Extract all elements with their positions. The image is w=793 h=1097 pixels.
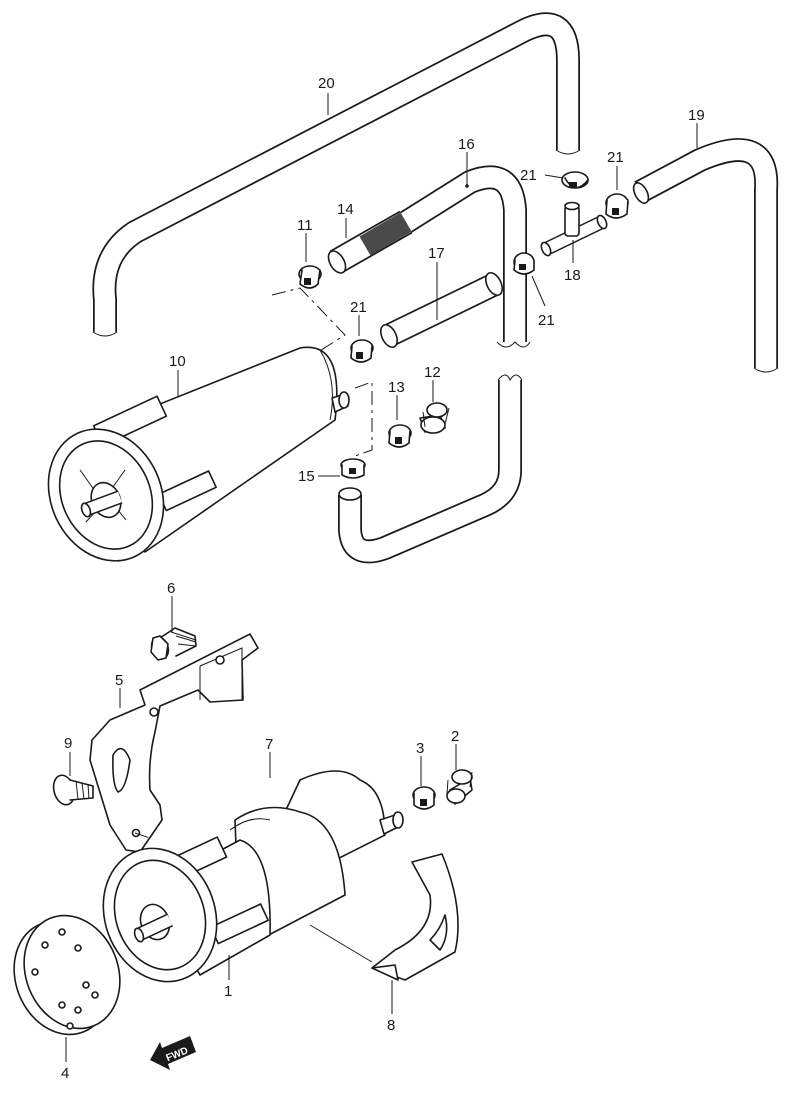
clamp-21-b[interactable] bbox=[605, 193, 629, 219]
callout-8: 8 bbox=[387, 1017, 395, 1034]
callout-14: 14 bbox=[337, 201, 354, 218]
clamp-21-c[interactable] bbox=[513, 252, 535, 275]
fuel-filter-10[interactable] bbox=[27, 346, 350, 580]
callout-4: 4 bbox=[61, 1065, 69, 1082]
clamp-11[interactable] bbox=[298, 265, 322, 289]
screw-9[interactable] bbox=[50, 773, 94, 807]
hose-20[interactable] bbox=[92, 12, 581, 337]
tube-17[interactable] bbox=[377, 270, 505, 350]
clamp-21-a[interactable] bbox=[561, 171, 589, 189]
t-joint-18[interactable] bbox=[539, 201, 608, 258]
callout-6: 6 bbox=[167, 580, 175, 597]
callout-12: 12 bbox=[424, 364, 441, 381]
callout-21-a: 21 bbox=[520, 167, 537, 184]
callout-13: 13 bbox=[388, 379, 405, 396]
callout-21-c: 21 bbox=[538, 312, 555, 329]
callout-1: 1 bbox=[224, 983, 232, 1000]
connection-lines-upper bbox=[271, 287, 373, 457]
callout-9: 9 bbox=[64, 735, 72, 752]
clamp-13[interactable] bbox=[388, 424, 412, 448]
bracket-8[interactable] bbox=[371, 853, 459, 981]
callout-17: 17 bbox=[428, 245, 445, 262]
connection-lines-lower bbox=[134, 832, 373, 963]
callout-19: 19 bbox=[688, 107, 705, 124]
bracket-5[interactable] bbox=[89, 633, 259, 853]
callout-16: 16 bbox=[458, 136, 475, 153]
callout-21-b: 21 bbox=[607, 149, 624, 166]
callout-18: 18 bbox=[564, 267, 581, 284]
hose-14[interactable] bbox=[325, 210, 413, 276]
leader-lines bbox=[65, 93, 698, 1062]
callout-11: 11 bbox=[297, 217, 313, 234]
sleeve-12[interactable] bbox=[419, 402, 450, 434]
callouts: 20 19 16 21 21 14 11 17 18 21 21 10 12 1… bbox=[61, 75, 705, 1082]
end-cap-4[interactable] bbox=[0, 901, 136, 1049]
callout-10: 10 bbox=[169, 353, 186, 370]
fuel-filter-1[interactable] bbox=[85, 832, 271, 997]
clamp-3[interactable] bbox=[412, 786, 436, 810]
bolt-6[interactable] bbox=[149, 627, 197, 661]
fwd-arrow-icon: FWD bbox=[150, 1036, 196, 1070]
clamp-21-d[interactable] bbox=[350, 339, 374, 363]
callout-15: 15 bbox=[298, 468, 315, 485]
callout-20: 20 bbox=[318, 75, 335, 92]
callout-3: 3 bbox=[416, 740, 424, 757]
callout-7: 7 bbox=[265, 736, 273, 753]
callout-5: 5 bbox=[115, 672, 123, 689]
callout-2: 2 bbox=[451, 728, 459, 745]
hose-19[interactable] bbox=[631, 138, 779, 373]
sleeve-2[interactable] bbox=[446, 769, 473, 805]
callout-21-d: 21 bbox=[350, 299, 367, 316]
hose-15[interactable] bbox=[338, 374, 523, 564]
clamp-15[interactable] bbox=[340, 458, 366, 479]
hose-16[interactable] bbox=[393, 165, 531, 348]
